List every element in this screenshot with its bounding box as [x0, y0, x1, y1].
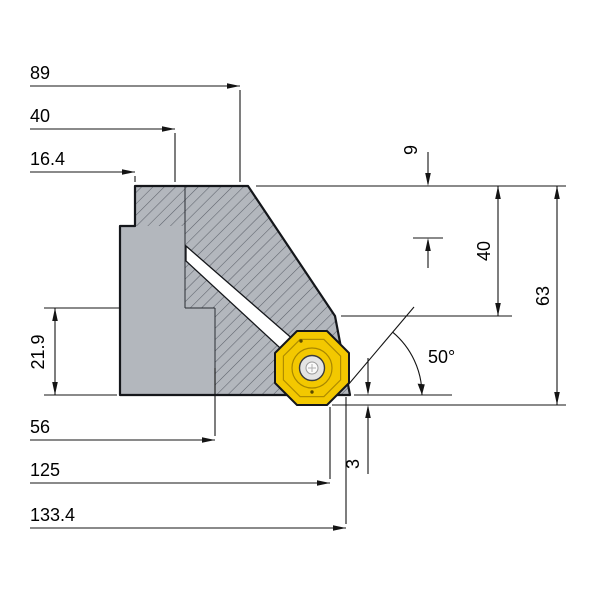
dimension-63-label: 63: [533, 286, 553, 306]
dimension-125: 125: [30, 407, 331, 486]
dimension-133-4-arrow: [333, 525, 346, 531]
dimension-40-top: 40: [30, 106, 176, 182]
dimension-16-4-label: 16.4: [30, 149, 65, 169]
dimension-9: 9: [401, 145, 443, 268]
dimension-56-arrow: [202, 437, 215, 443]
dimension-3-arrow-down: [365, 382, 371, 395]
dimension-40-top-label: 40: [30, 106, 50, 126]
dimension-9-label: 9: [401, 145, 421, 155]
indexable-insert: [274, 330, 350, 406]
dimension-40-right-arrow-top: [495, 186, 501, 199]
body-outline: [118, 184, 352, 397]
dimension-133-4-label: 133.4: [30, 505, 75, 525]
dimension-40-right-arrow-bottom: [495, 303, 501, 316]
dimension-3: 3: [343, 358, 371, 474]
dimension-125-arrow: [317, 480, 330, 486]
dimension-21-9-arrow-top: [52, 308, 58, 321]
dimension-63: 63: [533, 186, 560, 405]
dimension-16-4: 16.4: [30, 149, 136, 182]
dimension-21-9-arrow-bottom: [52, 382, 58, 395]
dimension-16-4-arrow: [122, 169, 135, 175]
dimension-125-label: 125: [30, 460, 60, 480]
dimension-21-9: 21.9: [28, 307, 121, 396]
dimension-angle-50: 50°: [347, 306, 455, 396]
insert-seat-circle: [291, 347, 333, 389]
angle-arc: [392, 331, 423, 396]
dimension-56: 56: [30, 368, 216, 443]
extension-lines: [256, 185, 566, 406]
insert-face-edge: [282, 338, 342, 398]
dimension-9-arrow-down: [425, 173, 431, 186]
dimension-3-label: 3: [343, 459, 363, 469]
insert-marking-bottom: [310, 390, 314, 394]
dimension-63-arrow-top: [554, 186, 560, 199]
dimension-89-label: 89: [30, 63, 50, 83]
angle-label: 50°: [428, 347, 455, 367]
dimension-40-right: 40: [341, 186, 512, 317]
angle-ray-inclined: [347, 306, 415, 386]
dimension-40-right-label: 40: [474, 241, 494, 261]
dimension-89-arrow: [227, 83, 240, 89]
insert-marking-top: [299, 339, 303, 343]
dimension-21-9-label: 21.9: [28, 334, 48, 369]
dimension-89: 89: [30, 63, 241, 182]
dimension-63-arrow-bottom: [554, 392, 560, 405]
dimension-56-label: 56: [30, 417, 50, 437]
angle-arc-arrow: [417, 383, 425, 395]
dimension-3-arrow-up: [365, 405, 371, 418]
dimension-9-arrow-up: [425, 238, 431, 251]
dimension-40-top-arrow: [162, 126, 175, 132]
dimension-133-4: 133.4: [30, 397, 347, 531]
